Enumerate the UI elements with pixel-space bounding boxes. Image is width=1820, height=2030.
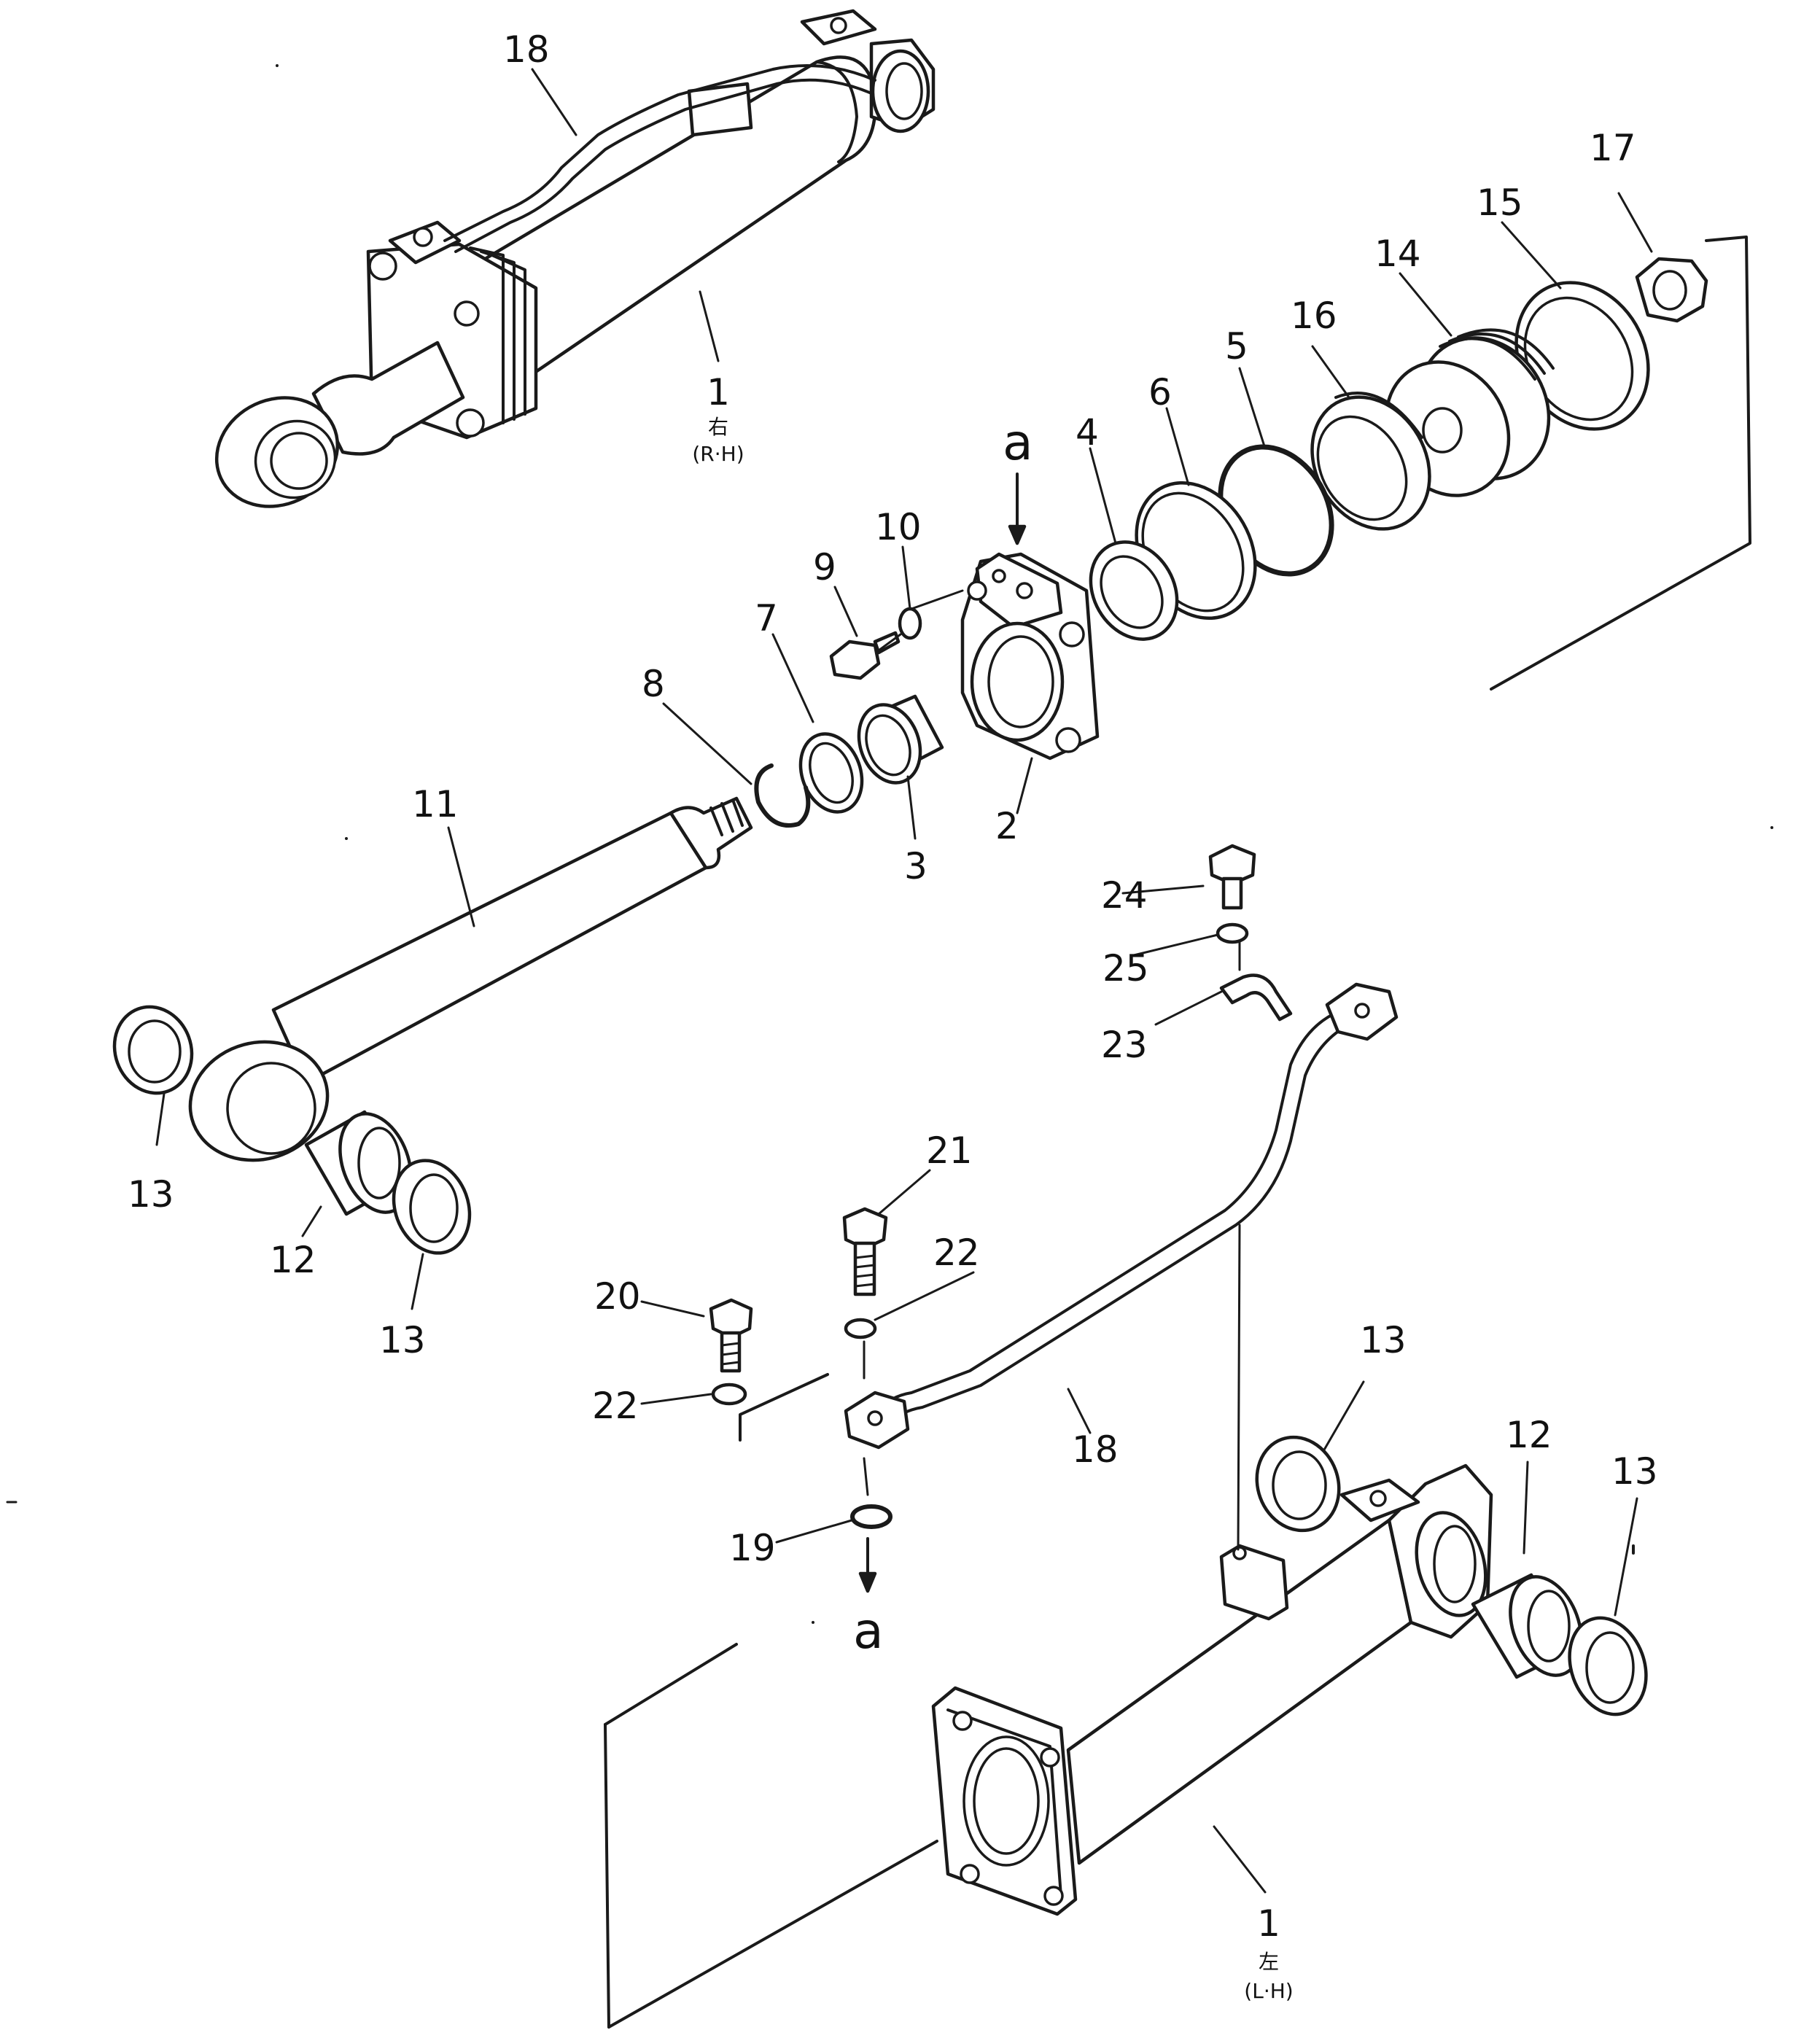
- label-24: 24: [1101, 874, 1148, 917]
- lh-cylinder-tube: [931, 1463, 1493, 1916]
- label-6: 6: [1148, 371, 1172, 413]
- label-10: 10: [875, 506, 922, 548]
- label-15: 15: [1477, 182, 1523, 224]
- part-13-seal-left: [112, 1005, 194, 1095]
- label-rh-text: (R·H): [692, 442, 744, 466]
- part-17-nut: [1635, 257, 1708, 323]
- part-25-washer: [1216, 922, 1249, 944]
- label-4: 4: [1076, 411, 1099, 454]
- label-3: 3: [904, 845, 928, 887]
- label-25: 25: [1102, 947, 1149, 989]
- part-2-cylinder-head: [960, 552, 1100, 761]
- label-22-b: 22: [592, 1385, 639, 1427]
- part-23-clamp: [1219, 973, 1293, 1022]
- label-7: 7: [755, 597, 778, 639]
- label-2: 2: [995, 805, 1019, 847]
- label-22-a: 22: [933, 1232, 980, 1274]
- part-21-bolt: [842, 1207, 888, 1296]
- label-lh-text: (L·H): [1244, 1979, 1293, 2003]
- label-13-a: 13: [128, 1173, 174, 1216]
- label-13-b: 13: [379, 1319, 426, 1361]
- label-9: 9: [813, 546, 836, 588]
- label-13-d: 13: [1611, 1450, 1658, 1493]
- part-4-ring: [1089, 540, 1179, 641]
- part-13-seal-rod-right: [392, 1159, 472, 1255]
- part-10-washer: [898, 607, 922, 640]
- part-19-o-ring: [850, 1504, 892, 1529]
- label-a-top: a: [1003, 414, 1033, 472]
- label-lh-kanji: 左: [1259, 1950, 1279, 1974]
- label-12-b: 12: [1506, 1414, 1552, 1456]
- part-22-washer-lower: [711, 1382, 747, 1406]
- label-12-a: 12: [270, 1239, 316, 1281]
- label-16: 16: [1291, 295, 1337, 337]
- part-18-pipe: [844, 982, 1399, 1450]
- label-14: 14: [1374, 233, 1421, 275]
- label-13-c: 13: [1360, 1319, 1407, 1361]
- part-7-seal: [798, 732, 864, 814]
- callout-labels: 18 1 右 (R·H) 17 15 14 16 5 6 a 4 10 9 7 …: [128, 28, 1658, 2003]
- label-8: 8: [642, 663, 665, 705]
- label-5: 5: [1225, 325, 1248, 368]
- label-19: 19: [729, 1527, 776, 1569]
- part-13-seal-lh-left: [1255, 1435, 1341, 1533]
- part-8-snap-ring: [754, 763, 811, 828]
- label-a-bottom: a: [853, 1603, 884, 1660]
- rh-cylinder-assembly: [214, 9, 936, 508]
- label-rh-kanji: 右: [708, 415, 728, 439]
- label-17: 17: [1590, 127, 1636, 169]
- label-11: 11: [412, 783, 459, 825]
- part-11-piston-rod: [188, 796, 753, 1162]
- label-23: 23: [1101, 1024, 1148, 1066]
- part-12-bushing-left: [304, 1110, 413, 1216]
- part-3-bushing: [857, 694, 944, 785]
- part-20-bolt: [709, 1298, 753, 1373]
- part-24-bolt: [1208, 844, 1256, 910]
- label-21: 21: [926, 1129, 973, 1172]
- label-1-lh: 1: [1257, 1902, 1280, 1945]
- label-18-rh: 18: [503, 28, 550, 71]
- label-20: 20: [594, 1275, 641, 1318]
- part-22-washer-upper: [844, 1318, 877, 1339]
- label-18-lh: 18: [1072, 1428, 1119, 1471]
- part-9-bolt: [829, 631, 901, 680]
- label-1-rh: 1: [707, 371, 730, 413]
- part-12-bushing-lh: [1471, 1573, 1583, 1679]
- assembly-lines: [6, 64, 1773, 2029]
- part-13-seal-lh-right: [1568, 1616, 1648, 1716]
- leader-lines: [155, 68, 1653, 1894]
